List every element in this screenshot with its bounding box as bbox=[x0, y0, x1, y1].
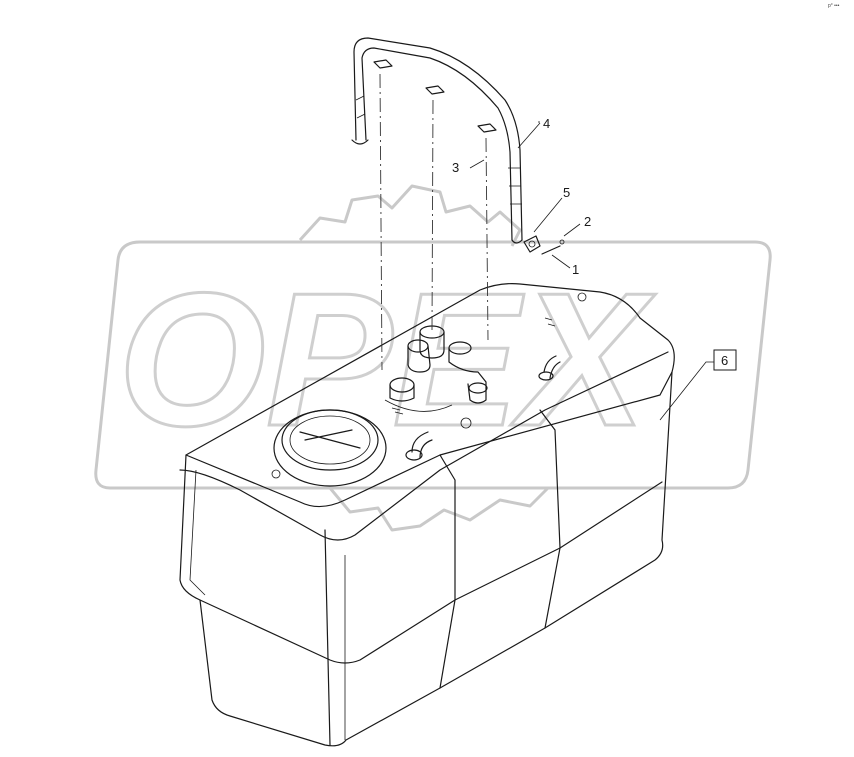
fitting-bent-front bbox=[405, 431, 433, 461]
filler-cap bbox=[273, 409, 387, 487]
tank-seam-1 bbox=[439, 454, 456, 689]
leader-6 bbox=[659, 361, 714, 421]
tank-inner-edge bbox=[189, 469, 206, 596]
tank-body bbox=[179, 283, 675, 747]
filler-cap-handle bbox=[299, 429, 361, 449]
fitting-elbow-2 bbox=[448, 341, 488, 404]
pin-part-2 bbox=[559, 239, 565, 245]
plug-front bbox=[271, 469, 281, 479]
fitting-port-left bbox=[384, 377, 453, 412]
callout-labels: 3 4 5 2 1 6 bbox=[452, 116, 737, 371]
tank-outline bbox=[179, 371, 673, 747]
bolt-part-1 bbox=[541, 245, 561, 255]
plug-rear bbox=[577, 292, 587, 302]
leader-2 bbox=[563, 223, 581, 237]
callout-6-box bbox=[713, 349, 737, 371]
tank-mid-ridge bbox=[179, 351, 669, 541]
center-lines bbox=[379, 73, 489, 371]
tank-top-face bbox=[185, 283, 675, 508]
watermark-banner bbox=[94, 240, 772, 490]
plug-small bbox=[460, 417, 472, 429]
pad-1 bbox=[373, 59, 393, 69]
tank-seam-3 bbox=[324, 529, 331, 746]
leader-1 bbox=[551, 254, 571, 269]
fastener-set bbox=[523, 235, 565, 255]
pad-2 bbox=[425, 85, 445, 95]
strap-part-4 bbox=[351, 37, 523, 244]
pad-3 bbox=[477, 123, 497, 133]
leader-3 bbox=[469, 159, 485, 169]
washer-part-5 bbox=[523, 235, 541, 253]
callout-1: 1 bbox=[572, 262, 579, 277]
watermark-gear bbox=[298, 184, 522, 247]
tank-seam-2 bbox=[539, 409, 561, 629]
callout-2: 2 bbox=[584, 214, 591, 229]
tank-lower-step bbox=[199, 481, 663, 664]
leader-lines bbox=[469, 121, 714, 421]
callout-5: 5 bbox=[563, 185, 570, 200]
fitting-bent-right bbox=[538, 355, 561, 381]
callout-3: 3 bbox=[452, 160, 459, 175]
callout-4: 4 bbox=[543, 116, 550, 131]
strap-outline bbox=[353, 37, 523, 241]
callout-6: 6 bbox=[721, 353, 728, 368]
filler-cap-top bbox=[281, 409, 379, 471]
watermark-text: OPEX bbox=[118, 254, 656, 466]
watermark-gear-bottom bbox=[328, 486, 550, 532]
corner-mark: p° ••• bbox=[828, 3, 840, 9]
filler-cap-inner bbox=[289, 415, 371, 465]
leader-4 bbox=[517, 122, 541, 149]
pads-part-3 bbox=[373, 59, 497, 133]
leader-5 bbox=[533, 197, 563, 233]
rivet-marks bbox=[391, 317, 556, 415]
